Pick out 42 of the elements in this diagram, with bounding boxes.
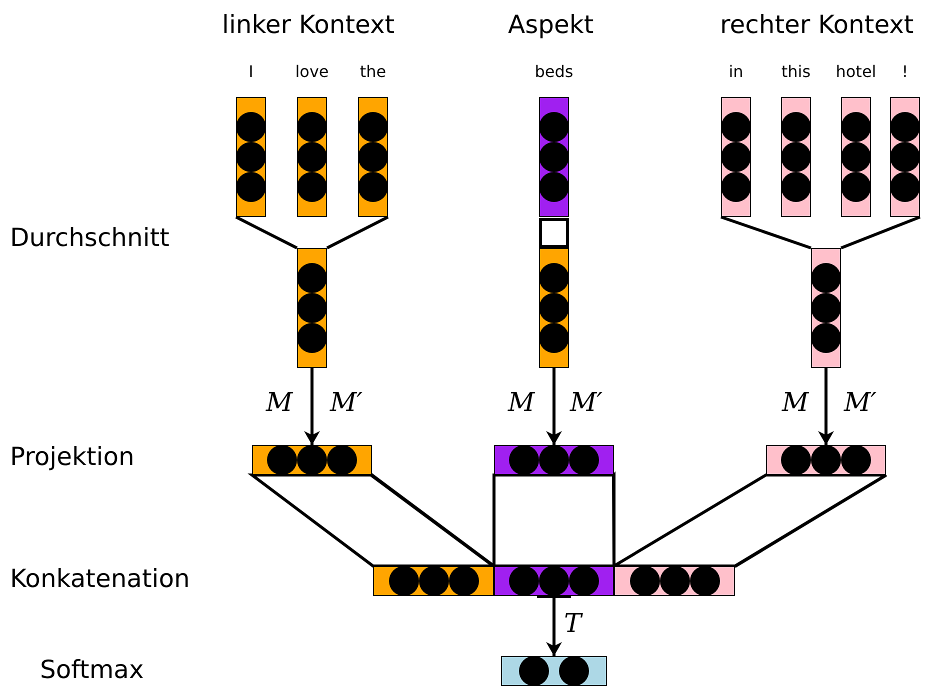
row-label: Projektion bbox=[10, 442, 134, 471]
word-label: ! bbox=[900, 62, 910, 81]
vector-box bbox=[297, 248, 327, 368]
vector-box bbox=[539, 248, 569, 368]
word-label: this bbox=[780, 62, 812, 81]
word-label: in bbox=[728, 62, 744, 81]
connector-line bbox=[326, 216, 389, 250]
column-heading: rechter Kontext bbox=[720, 10, 914, 39]
arrow bbox=[818, 368, 834, 445]
word-label: I bbox=[248, 62, 254, 81]
word-label: hotel bbox=[834, 62, 878, 81]
matrix-label: M bbox=[782, 388, 809, 418]
connector-line bbox=[720, 216, 812, 250]
vector-box bbox=[614, 566, 735, 596]
column-heading: linker Kontext bbox=[222, 10, 395, 39]
matrix-label: M′ bbox=[570, 388, 603, 418]
vector-box bbox=[811, 248, 841, 368]
edge-label: T bbox=[564, 609, 582, 639]
word-label: the bbox=[358, 62, 388, 81]
arrow bbox=[304, 368, 320, 445]
vector-box bbox=[252, 445, 372, 475]
vector-box bbox=[501, 656, 607, 686]
empty-box bbox=[539, 218, 569, 248]
vector-box bbox=[766, 445, 886, 475]
connector-line bbox=[235, 216, 298, 250]
matrix-label: M bbox=[266, 388, 293, 418]
vector-box bbox=[373, 566, 494, 596]
row-label: Softmax bbox=[40, 655, 144, 684]
vector-box bbox=[494, 566, 614, 596]
matrix-label: M′ bbox=[330, 388, 363, 418]
column-heading: Aspekt bbox=[508, 10, 594, 39]
row-label: Konkatenation bbox=[10, 564, 190, 593]
arrow bbox=[546, 368, 562, 445]
connector-line bbox=[840, 216, 921, 250]
word-label: beds bbox=[534, 62, 574, 81]
row-label: Durchschnitt bbox=[10, 223, 170, 252]
matrix-label: M bbox=[508, 388, 535, 418]
word-label: love bbox=[294, 62, 330, 81]
arrow bbox=[537, 594, 571, 656]
vector-box bbox=[494, 445, 614, 475]
matrix-label: M′ bbox=[844, 388, 877, 418]
connector-line bbox=[492, 471, 616, 568]
